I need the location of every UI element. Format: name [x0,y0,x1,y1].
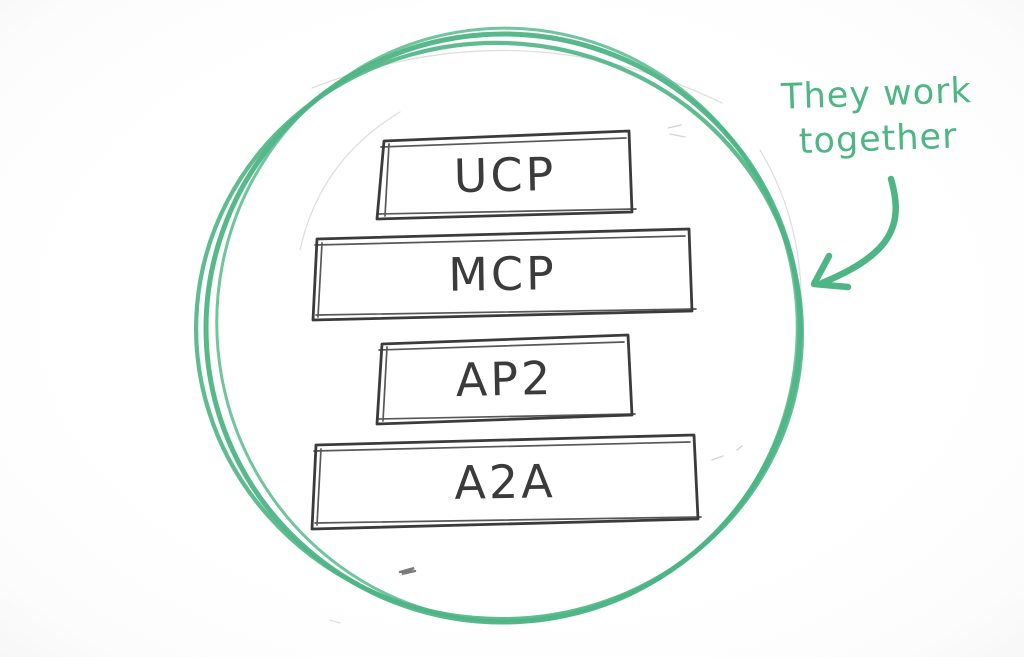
annotation-they-work-together: They work together [781,68,994,165]
annotation-line-2: together [798,116,959,162]
annotation-line-1: They work [780,71,973,118]
box-label-mcp: MCP [314,228,690,319]
box-a2a-outline [310,433,702,531]
box-label-ucp: UCP [379,130,631,219]
box-label-ap2-text: AP2 [455,350,554,408]
box-mcp-outline [311,227,697,322]
pencil-smudges [329,124,743,624]
box-label-a2a: A2A [313,435,696,530]
curved-arrow-icon [810,175,899,291]
box-label-ap2: AP2 [378,334,631,424]
circle-sketch [194,26,804,625]
box-label-mcp-text: MCP [447,246,558,302]
box-label-a2a-text: A2A [453,454,557,510]
box-ap2-outline [375,333,636,426]
box-ucp-outline [375,129,637,221]
box-label-ucp-text: UCP [453,146,557,204]
